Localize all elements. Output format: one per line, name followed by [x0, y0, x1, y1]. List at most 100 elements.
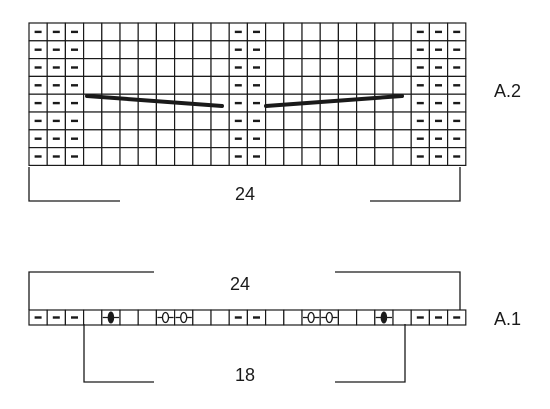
a2-cell [210, 129, 230, 149]
a2-cell [301, 129, 321, 149]
a2-cell [319, 22, 340, 42]
a2-right-decrease-line [264, 94, 404, 108]
a2-cell [101, 22, 121, 42]
a1-cell [210, 309, 230, 326]
a2-cell [374, 22, 394, 42]
a2-cell [137, 129, 157, 149]
a2-cell [392, 111, 412, 131]
a1-cell [82, 309, 103, 326]
a2-cell [101, 147, 121, 167]
a2-cell [119, 147, 139, 167]
a1-cell [119, 309, 139, 326]
a2-cell [356, 75, 376, 95]
a2-chart-grid [28, 22, 467, 167]
a2-cell [137, 57, 157, 77]
a2-cell [210, 40, 230, 60]
a2-cell [374, 147, 394, 167]
a2-cell [374, 57, 394, 77]
a2-cell [392, 40, 412, 60]
a2-cell [210, 147, 230, 167]
a2-cell [119, 40, 139, 60]
a2-cell [337, 40, 358, 60]
a2-cell [210, 111, 230, 131]
a2-left-decrease-line [85, 94, 224, 108]
a2-cell [155, 40, 176, 60]
a2-cell [137, 93, 157, 113]
a2-cell [337, 75, 358, 95]
a2-cell [101, 129, 121, 149]
a1-top-width-bracket [28, 271, 461, 310]
a2-cell [174, 57, 194, 77]
a2-cell [192, 147, 212, 167]
a2-cell [356, 111, 376, 131]
a2-cell [82, 22, 103, 42]
a2-cell [155, 147, 176, 167]
a2-cell [210, 93, 230, 113]
a2-cell [392, 57, 412, 77]
a2-cell [82, 111, 103, 131]
a2-cell [174, 22, 194, 42]
a1-yarnover-symbol [180, 311, 188, 324]
a2-cell [119, 22, 139, 42]
a2-cell [283, 57, 303, 77]
a2-cell [337, 129, 358, 149]
a2-cell [337, 93, 358, 113]
a2-cell [337, 147, 358, 167]
a2-cell [319, 111, 340, 131]
a2-cell [283, 111, 303, 131]
a2-width-bracket [28, 167, 461, 202]
a2-cell [265, 75, 285, 95]
a2-cell [155, 75, 176, 95]
a2-cell [192, 129, 212, 149]
a2-cell [356, 22, 376, 42]
a2-cell [301, 40, 321, 60]
a2-cell [174, 147, 194, 167]
a2-cell [319, 147, 340, 167]
a2-cell [301, 111, 321, 131]
a1-cell [392, 309, 412, 326]
a2-cell [155, 57, 176, 77]
a2-cell [137, 111, 157, 131]
a2-cell [356, 147, 376, 167]
a2-cell [283, 129, 303, 149]
a1-bottom-width-label: 18 [235, 365, 255, 385]
a1-bottom-width-bracket [83, 324, 406, 383]
a2-cell [356, 129, 376, 149]
a2-cell [192, 57, 212, 77]
a2-cell [101, 75, 121, 95]
a2-cell [210, 57, 230, 77]
a2-cell [101, 40, 121, 60]
a1-yarnover-symbol [307, 311, 315, 324]
a2-cell [392, 22, 412, 42]
a2-cell [155, 22, 176, 42]
a2-cell [374, 75, 394, 95]
a2-cell [392, 129, 412, 149]
a2-cell [265, 57, 285, 77]
a2-cell [374, 129, 394, 149]
a2-cell [374, 111, 394, 131]
a2-cell [210, 75, 230, 95]
a2-cell [210, 22, 230, 42]
a2-cell [265, 40, 285, 60]
a2-cell [192, 22, 212, 42]
a2-cell [337, 111, 358, 131]
a2-cell [101, 57, 121, 77]
a2-cell [265, 111, 285, 131]
a2-cell [319, 57, 340, 77]
a2-cell [82, 40, 103, 60]
a1-cell [356, 309, 376, 326]
a2-cell [137, 40, 157, 60]
a2-cell [119, 75, 139, 95]
a1-cell [337, 309, 358, 326]
a2-cell [283, 40, 303, 60]
a2-cell [192, 75, 212, 95]
a2-cell [82, 147, 103, 167]
a2-cell [119, 111, 139, 131]
a1-cell [137, 309, 157, 326]
a2-cell [374, 40, 394, 60]
a2-cell [301, 57, 321, 77]
a2-cell [392, 147, 412, 167]
a2-cell [174, 75, 194, 95]
a2-cell [101, 111, 121, 131]
